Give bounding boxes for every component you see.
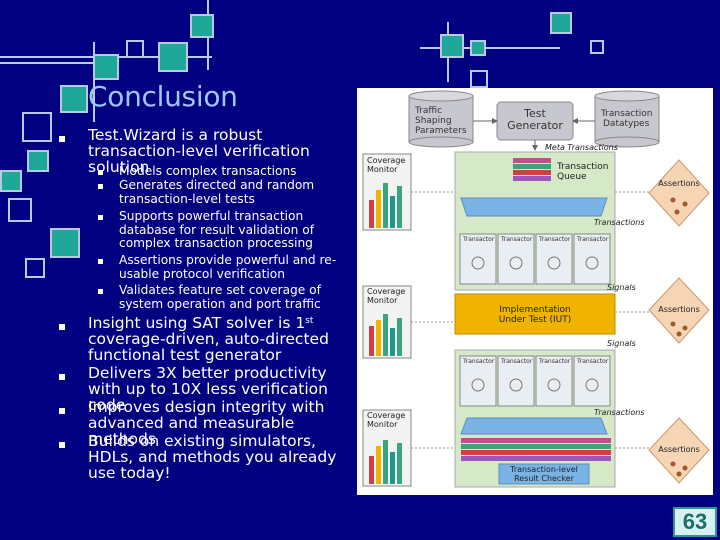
- svg-text:Assertions: Assertions: [658, 445, 700, 454]
- svg-text:Signals: Signals: [607, 339, 636, 348]
- svg-text:Transactor: Transactor: [462, 236, 495, 243]
- page-number: 63: [673, 507, 717, 537]
- sub-bullet-item: Models complex transactions: [119, 164, 297, 178]
- bullet-marker: [59, 374, 65, 380]
- sub-bullet-item: Validates feature set coverage of system…: [119, 283, 321, 311]
- bullet-marker: [59, 324, 65, 330]
- iut-box: [454, 293, 616, 335]
- checker-box: [498, 463, 590, 485]
- bullet-item: Insight using SAT solver is 1st coverage…: [88, 315, 350, 363]
- result-stack: [461, 438, 611, 461]
- transactor-row-1: Transactor Transactor Transactor Transac…: [459, 233, 611, 285]
- sub-bullet-item: Generates directed and random transactio…: [119, 178, 315, 206]
- sub-bullet-marker: [98, 184, 103, 189]
- svg-text:Transactor: Transactor: [576, 236, 609, 243]
- sub-bullet-marker: [98, 259, 103, 264]
- svg-text:Signals: Signals: [607, 283, 636, 292]
- svg-text:Transactions: Transactions: [594, 408, 645, 417]
- bullet-marker: [59, 136, 65, 142]
- svg-text:Transactor: Transactor: [462, 358, 495, 365]
- sub-bullet-marker: [98, 170, 103, 175]
- svg-text:Transactor: Transactor: [576, 358, 609, 365]
- bullet-text: Insight using SAT solver is 1: [88, 314, 306, 332]
- transactor-row-2: Transactor Transactor Transactor Transac…: [459, 355, 611, 407]
- bullet-text: coverage-driven, auto-directed functiona…: [88, 330, 329, 364]
- bullet-marker: [59, 442, 65, 448]
- svg-text:Transactor: Transactor: [500, 358, 533, 365]
- superscript: st: [305, 316, 314, 326]
- bullet-marker: [59, 408, 65, 414]
- assertions-2: Assertions: [648, 277, 710, 344]
- slide-title: Conclusion: [88, 80, 238, 113]
- assertions-1: Assertions: [648, 159, 710, 227]
- sub-bullet-marker: [98, 215, 103, 220]
- meta-label: Meta Transactions: [545, 143, 618, 152]
- bullet-item: Improves design integrity with advanced …: [88, 398, 325, 448]
- sub-bullet-item: Supports powerful transaction database f…: [119, 209, 314, 250]
- svg-text:Assertions: Assertions: [658, 179, 700, 188]
- svg-text:Assertions: Assertions: [658, 305, 700, 314]
- svg-text:Transactor: Transactor: [500, 236, 533, 243]
- bullet-item: Delivers 3X better productivity with up …: [88, 364, 328, 414]
- transaction-bar: [460, 197, 608, 217]
- bullet-item: Test.Wizard is a robust transaction-leve…: [88, 126, 310, 176]
- assertions-3: Assertions: [648, 417, 710, 484]
- sub-bullet-item: Assertions provide powerful and re-usabl…: [119, 253, 337, 281]
- transactions-label: Transactions: [594, 218, 645, 227]
- svg-text:Transactor: Transactor: [538, 358, 571, 365]
- svg-text:Transactor: Transactor: [538, 236, 571, 243]
- sub-bullet-marker: [98, 289, 103, 294]
- bullet-item: Builds on existing simulators, HDLs, and…: [88, 432, 337, 482]
